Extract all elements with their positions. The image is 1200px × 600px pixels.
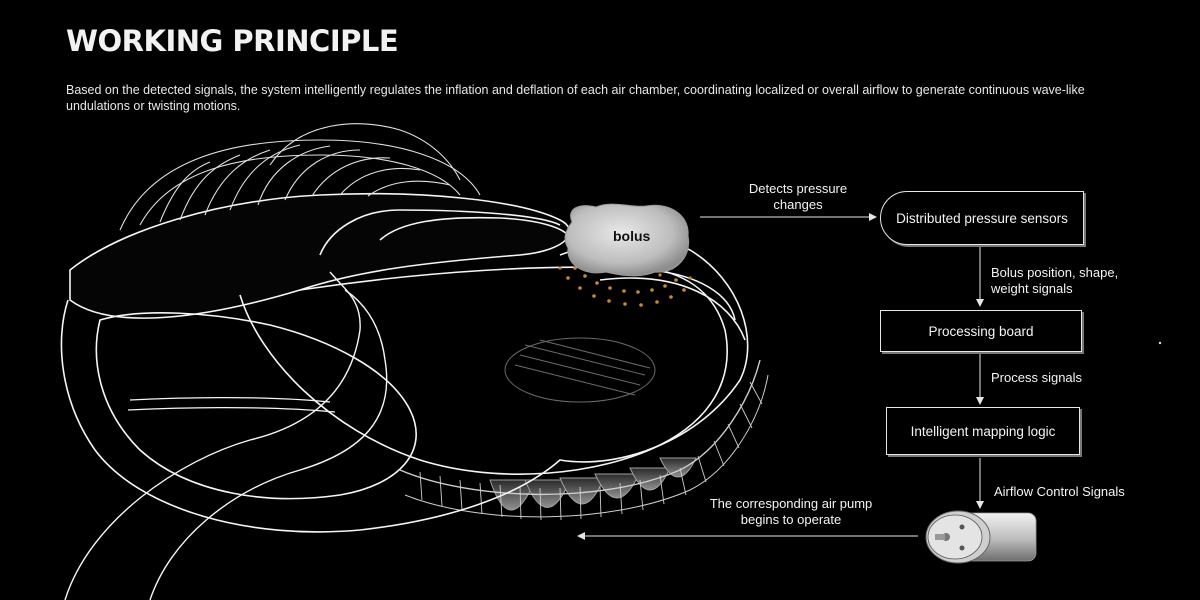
bolus-signals-label: Bolus position, shape, weight signals bbox=[991, 265, 1119, 296]
bolus-shape bbox=[564, 203, 690, 277]
bolus-label: bolus bbox=[613, 228, 651, 244]
detect-pressure-label: Detects pressure changes bbox=[748, 181, 848, 212]
processing-board-text: Processing board bbox=[928, 323, 1034, 339]
page-title: WORKING PRINCIPLE bbox=[66, 24, 399, 58]
distributed-pressure-sensors-text: Distributed pressure sensors bbox=[896, 210, 1068, 226]
process-signals-label: Process signals bbox=[991, 370, 1083, 385]
inner-grille bbox=[504, 337, 656, 403]
page-description: Based on the detected signals, the syste… bbox=[66, 83, 1085, 113]
top-ribs bbox=[119, 123, 481, 231]
processing-board-box: Processing board bbox=[880, 310, 1082, 352]
side-bellows bbox=[399, 359, 769, 521]
air-pump-operate-label: The corresponding air pump begins to ope… bbox=[709, 496, 873, 527]
intelligent-mapping-logic-box: Intelligent mapping logic bbox=[886, 407, 1080, 455]
intelligent-mapping-logic-text: Intelligent mapping logic bbox=[910, 423, 1056, 439]
flow-arrows bbox=[577, 213, 984, 540]
device-body bbox=[60, 192, 749, 600]
distributed-pressure-sensors-box: Distributed pressure sensors bbox=[880, 191, 1084, 245]
air-pump-icon bbox=[925, 510, 1037, 564]
airflow-control-signals-label: Airflow Control Signals bbox=[994, 484, 1125, 499]
